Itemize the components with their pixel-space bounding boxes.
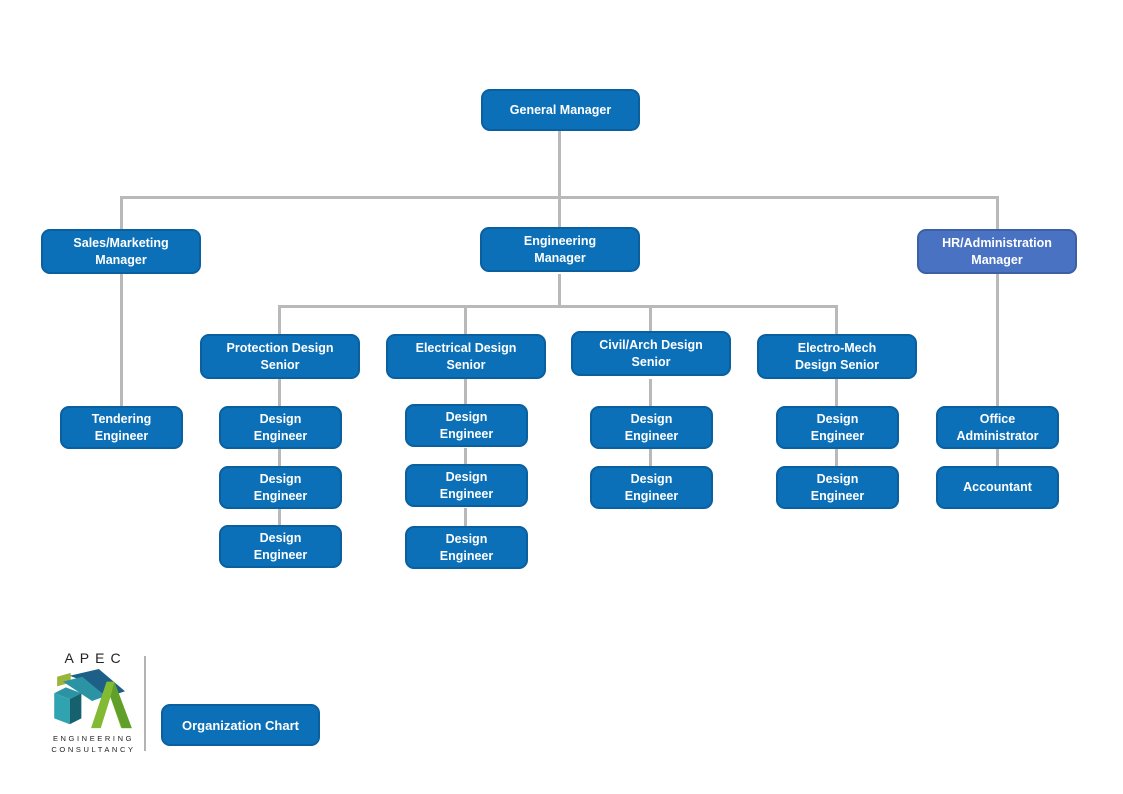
connector-line [558, 131, 561, 229]
apec-logo-block: APEC ENGINEERING CONSULTANCY [45, 650, 140, 756]
connector-line [464, 305, 467, 335]
connector-line [996, 196, 999, 230]
connector-line [558, 274, 561, 308]
node-design-engineer: Design Engineer [219, 466, 342, 509]
node-electro-mech-design-senior: Electro-Mech Design Senior [757, 334, 917, 379]
node-design-engineer: Design Engineer [590, 406, 713, 449]
node-design-engineer: Design Engineer [776, 466, 899, 509]
node-sales-marketing-manager: Sales/Marketing Manager [41, 229, 201, 274]
node-office-administrator: Office Administrator [936, 406, 1059, 449]
node-engineering-manager: Engineering Manager [480, 227, 640, 272]
logo-divider-line [144, 656, 146, 751]
node-design-engineer: Design Engineer [405, 526, 528, 569]
connector-line [835, 305, 838, 335]
node-general-manager: General Manager [481, 89, 640, 131]
connector-line [278, 448, 281, 467]
connector-line [464, 379, 467, 407]
connector-line [278, 305, 838, 308]
connector-line [120, 196, 999, 199]
org-chart-title-badge: Organization Chart [161, 704, 320, 746]
logo-tagline-consultancy: CONSULTANCY [51, 744, 136, 754]
connector-line [835, 448, 838, 467]
connector-line [835, 379, 838, 407]
connector-line [278, 508, 281, 526]
node-protection-design-senior: Protection Design Senior [200, 334, 360, 379]
node-design-engineer: Design Engineer [776, 406, 899, 449]
connector-line [464, 508, 467, 526]
node-civil-arch-design-senior: Civil/Arch Design Senior [571, 331, 731, 376]
connector-line [996, 448, 999, 467]
node-design-engineer: Design Engineer [405, 404, 528, 447]
connector-line [120, 196, 123, 230]
connector-line [649, 448, 652, 467]
node-tendering-engineer: Tendering Engineer [60, 406, 183, 449]
node-electrical-design-senior: Electrical Design Senior [386, 334, 546, 379]
node-design-engineer: Design Engineer [219, 406, 342, 449]
node-accountant: Accountant [936, 466, 1059, 509]
connector-line [464, 448, 467, 467]
logo-wordmark: APEC [64, 650, 127, 666]
connector-line [278, 305, 281, 335]
logo-tagline-engineering: ENGINEERING [52, 734, 135, 743]
node-hr-administration-manager: HR/Administration Manager [917, 229, 1077, 274]
apec-logo-icon [53, 668, 132, 729]
connector-line [120, 274, 123, 407]
connector-line [649, 305, 652, 335]
connector-line [996, 274, 999, 407]
node-design-engineer: Design Engineer [405, 464, 528, 507]
connector-line [649, 379, 652, 407]
node-design-engineer: Design Engineer [590, 466, 713, 509]
connector-line [278, 379, 281, 407]
node-design-engineer: Design Engineer [219, 525, 342, 568]
